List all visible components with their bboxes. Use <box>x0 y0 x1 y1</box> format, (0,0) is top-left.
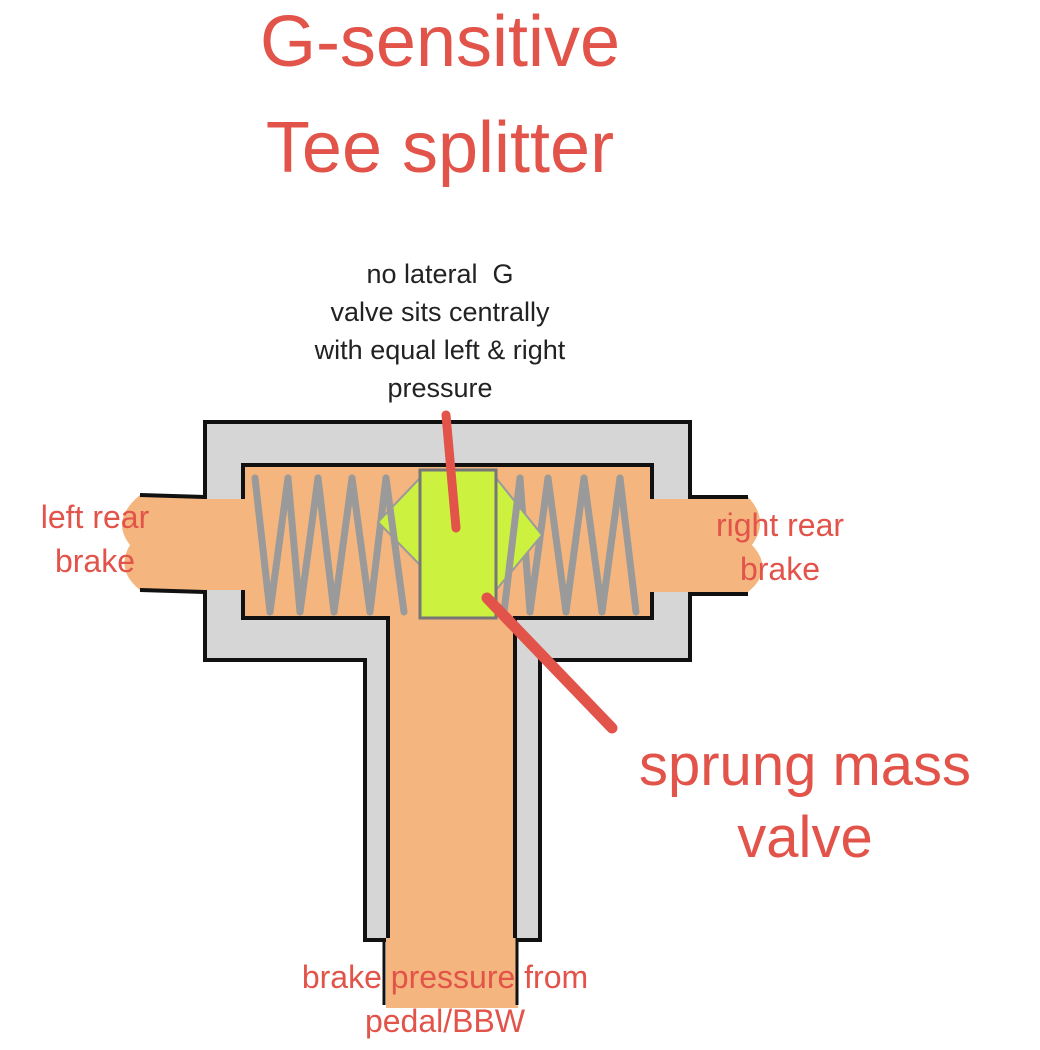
note-line: no lateral G <box>366 259 514 289</box>
note-line: pressure <box>387 373 493 403</box>
left-spring <box>251 474 390 616</box>
left-pipe-wall-bottom <box>139 588 206 594</box>
diagram-title-line-1: G-sensitive <box>259 2 621 82</box>
right-spring <box>516 474 640 616</box>
label-line: brake <box>739 551 821 587</box>
label-line: brake pressure from <box>301 959 589 995</box>
valve-pointer <box>481 592 618 734</box>
right-opening <box>649 499 693 592</box>
note-pointer <box>441 410 461 533</box>
right-rear-brake-label: right rear brake <box>690 503 870 591</box>
inlet-fluid <box>386 938 518 1008</box>
note-line: valve sits centrally <box>330 297 550 327</box>
spring-overlap-right <box>500 474 524 616</box>
left-opening <box>203 499 247 590</box>
spring-overlap-left <box>382 474 408 616</box>
label-line: sprung mass <box>638 733 972 798</box>
label-line: pedal/BBW <box>364 1003 526 1039</box>
valve-body <box>418 468 498 620</box>
label-line: right rear <box>715 507 845 543</box>
label-line: left rear <box>40 499 150 535</box>
diagram-title-line-2: Tee splitter <box>265 108 615 188</box>
label-line: valve <box>737 805 873 870</box>
left-pipe-wall-top <box>139 493 206 499</box>
note-line: with equal left & right <box>314 335 566 365</box>
inlet-label: brake pressure from pedal/BBW <box>250 955 640 1043</box>
center-note: no lateral G valve sits centrally with e… <box>260 255 620 407</box>
left-rear-brake-label: left rear brake <box>10 495 180 583</box>
sprung-mass-valve-label: sprung mass valve <box>600 730 1010 874</box>
label-line: brake <box>54 543 136 579</box>
